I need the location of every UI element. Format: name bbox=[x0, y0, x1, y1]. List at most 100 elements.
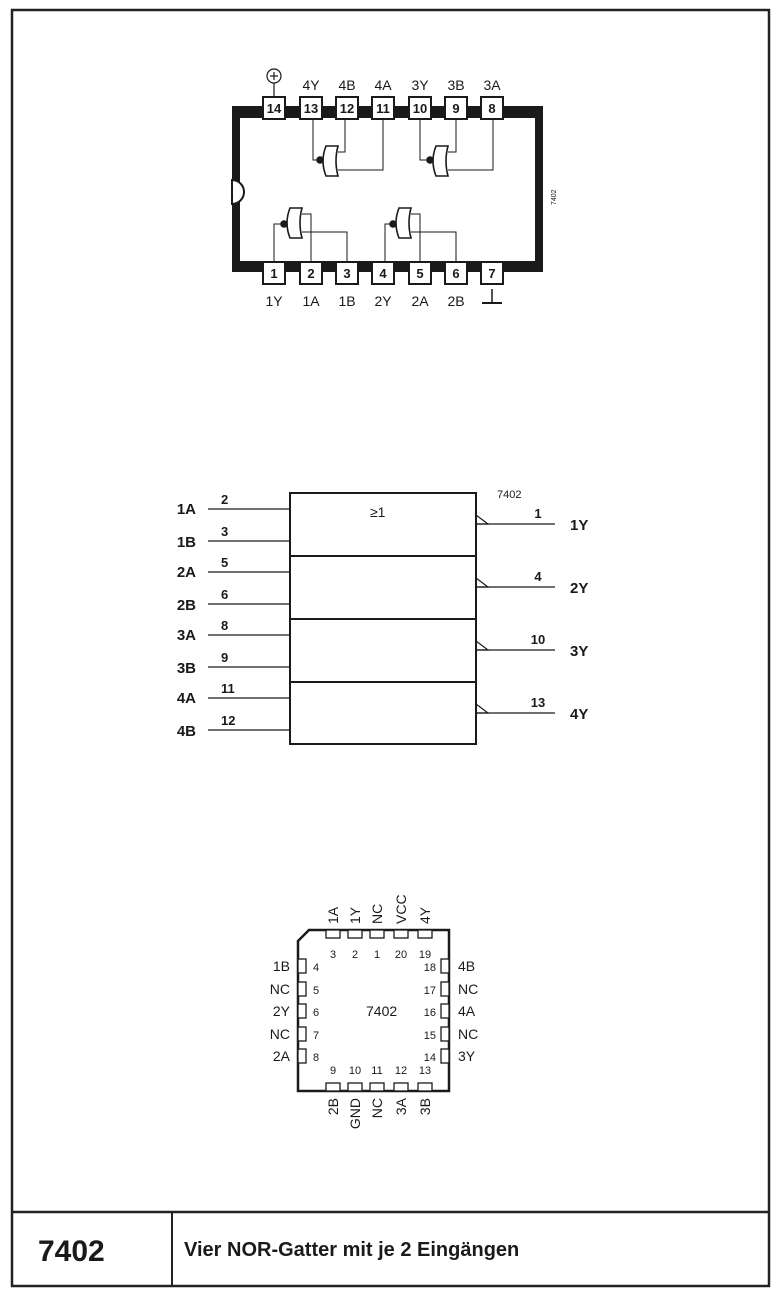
dip-body-inner bbox=[240, 118, 535, 261]
input-pin-number: 5 bbox=[221, 555, 228, 570]
plcc-pin-label: NC bbox=[458, 981, 478, 997]
plcc-pad-13 bbox=[417, 1082, 433, 1092]
plcc-pin-number: 13 bbox=[419, 1065, 431, 1077]
input-pin-number: 12 bbox=[221, 713, 235, 728]
output-pin-number: 1 bbox=[534, 506, 541, 521]
plcc-pin-number: 19 bbox=[419, 949, 431, 961]
plcc-pin-label: 3A bbox=[393, 1097, 409, 1115]
plcc-pad-2 bbox=[347, 929, 363, 939]
dip-notch bbox=[231, 178, 245, 206]
plcc-pin-number: 7 bbox=[313, 1030, 319, 1042]
input-label: 4A bbox=[177, 690, 196, 707]
output-label: 3Y bbox=[570, 643, 588, 660]
plcc-pad-5 bbox=[297, 981, 307, 997]
dip-pin-label: 3Y bbox=[411, 77, 429, 93]
dip-pin-number: 3 bbox=[343, 266, 350, 281]
plcc-pin-label: 4Y bbox=[417, 906, 433, 924]
plcc-pin-number: 17 bbox=[424, 985, 436, 997]
plcc-pad-17 bbox=[440, 981, 450, 997]
plcc-pad-12 bbox=[393, 1082, 409, 1092]
plcc-pin-number: 10 bbox=[349, 1065, 361, 1077]
plcc-center-label: 7402 bbox=[366, 1003, 397, 1019]
logic-symbol-diagram: 7402 ≥1 231A1B11Y562A2B42Y893A3B103Y1112… bbox=[177, 489, 588, 745]
plcc-pin-number: 15 bbox=[424, 1030, 436, 1042]
logic-part-label: 7402 bbox=[497, 489, 521, 501]
dip-internal-wiring bbox=[273, 118, 494, 261]
dip-pin-7 bbox=[480, 261, 504, 285]
plcc-pad-15 bbox=[440, 1026, 450, 1042]
dip-pin-14 bbox=[262, 96, 286, 120]
dip-pin-number: 14 bbox=[267, 101, 282, 116]
dip-pin-12 bbox=[335, 96, 359, 120]
plcc-pad-11 bbox=[369, 1082, 385, 1092]
dip-pin-4 bbox=[371, 261, 395, 285]
dip-pin-label: 1A bbox=[302, 293, 320, 309]
dip-pin-5 bbox=[408, 261, 432, 285]
dip-pin-number: 13 bbox=[304, 101, 318, 116]
plcc-pad-20 bbox=[393, 929, 409, 939]
dip-pin-label: 2A bbox=[411, 293, 429, 309]
output-pin-number: 10 bbox=[531, 632, 545, 647]
dip-pin-8 bbox=[480, 96, 504, 120]
chip-id: 7402 bbox=[38, 1235, 105, 1268]
plcc-pad-4 bbox=[297, 958, 307, 974]
input-pin-number: 3 bbox=[221, 524, 228, 539]
plcc-pad-16 bbox=[440, 1003, 450, 1019]
plcc-pin-label: 2Y bbox=[273, 1003, 291, 1019]
nor-gate-2 bbox=[395, 207, 413, 239]
plcc-pin-label: NC bbox=[369, 1098, 385, 1118]
plcc-pad-1 bbox=[369, 929, 385, 939]
negation-indicator bbox=[475, 640, 490, 651]
plcc-pin-number: 6 bbox=[313, 1007, 319, 1019]
plcc-pin-label: 1Y bbox=[347, 906, 363, 924]
plcc-pad-8 bbox=[297, 1048, 307, 1064]
dip-pin-label: 1B bbox=[338, 293, 355, 309]
nor-gate-4 bbox=[322, 145, 340, 177]
plcc-pin-label: 1A bbox=[325, 906, 341, 924]
input-label: 2B bbox=[177, 597, 196, 614]
nor-gate-1 bbox=[286, 207, 304, 239]
plcc-pad-6 bbox=[297, 1003, 307, 1019]
plcc-pin-label: NC bbox=[270, 1026, 290, 1042]
dip-pin-label: 4A bbox=[374, 77, 392, 93]
plcc-pin-number: 3 bbox=[330, 949, 336, 961]
input-label: 4B bbox=[177, 723, 196, 740]
plcc-pad-10 bbox=[347, 1082, 363, 1092]
plcc-pin-number: 12 bbox=[395, 1065, 407, 1077]
plcc-pad-18 bbox=[440, 958, 450, 974]
plcc-pin-label: 3B bbox=[417, 1098, 433, 1115]
dip-pin-number: 6 bbox=[452, 266, 459, 281]
dip-pin-2 bbox=[299, 261, 323, 285]
output-pin-number: 4 bbox=[534, 569, 542, 584]
plcc-pin-label: NC bbox=[369, 904, 385, 924]
plcc-pad-3 bbox=[325, 929, 341, 939]
dip-pin-label: 1Y bbox=[265, 293, 283, 309]
chip-title: Vier NOR-Gatter mit je 2 Eingängen bbox=[184, 1239, 519, 1261]
plcc-pin-label: 2B bbox=[325, 1098, 341, 1115]
plcc-pin-number: 18 bbox=[424, 962, 436, 974]
plcc-pins: 31A21Y1NC20VCC194Y92B10GND11NC123A133B41… bbox=[270, 894, 478, 1129]
plcc-pin-number: 1 bbox=[374, 949, 380, 961]
dip-nor-gates bbox=[280, 145, 450, 239]
input-label: 1A bbox=[177, 501, 196, 518]
dip-pin-6 bbox=[444, 261, 468, 285]
plcc-pin-label: 4B bbox=[458, 958, 475, 974]
plcc-pad-9 bbox=[325, 1082, 341, 1092]
dip-pin-label: 3B bbox=[447, 77, 464, 93]
dip-pin-number: 4 bbox=[379, 266, 387, 281]
dip-pin-number: 9 bbox=[452, 101, 459, 116]
plcc-pin-number: 9 bbox=[330, 1065, 336, 1077]
negation-indicator bbox=[475, 703, 490, 714]
output-label: 2Y bbox=[570, 580, 588, 597]
plcc-pad-19 bbox=[417, 929, 433, 939]
plcc-pin-number: 5 bbox=[313, 985, 319, 997]
dip-pin-1 bbox=[262, 261, 286, 285]
page-frame bbox=[10, 8, 771, 1288]
dip-pin-number: 7 bbox=[488, 266, 495, 281]
dip-pin-number: 12 bbox=[340, 101, 354, 116]
plcc-pad-14 bbox=[440, 1048, 450, 1064]
output-pin-number: 13 bbox=[531, 695, 545, 710]
